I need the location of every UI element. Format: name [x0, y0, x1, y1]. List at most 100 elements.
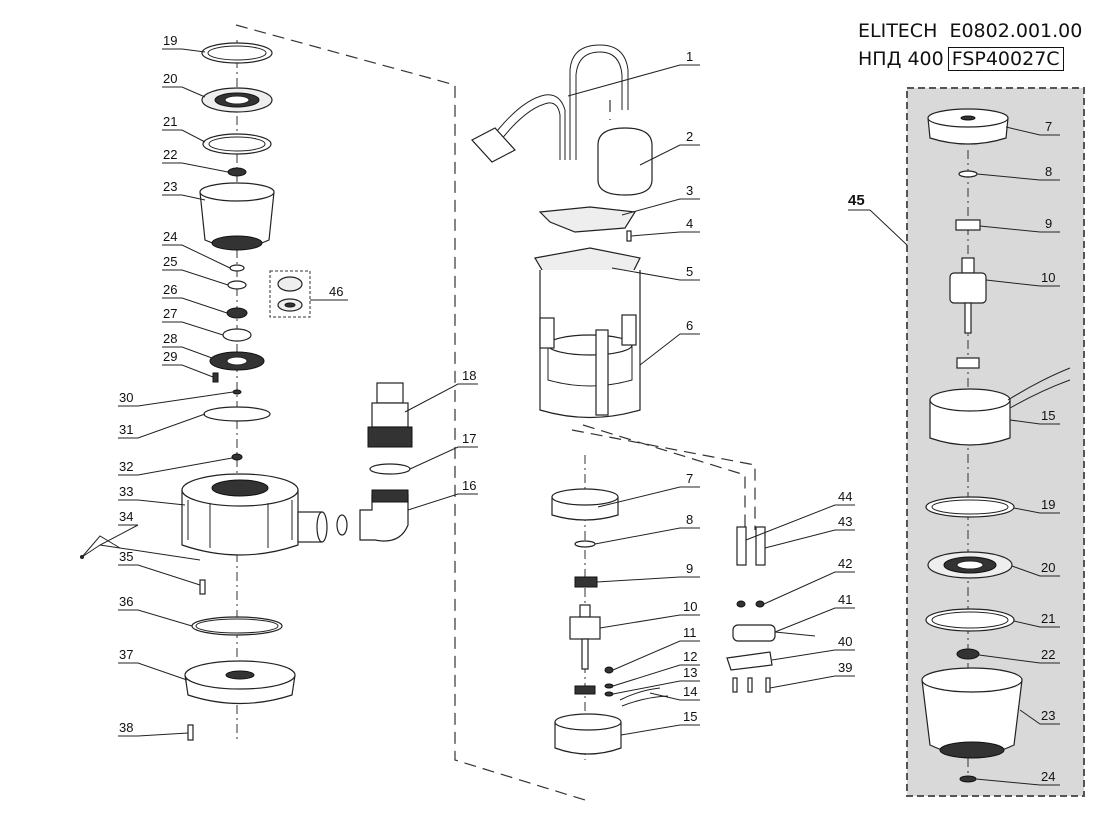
label-17: 17	[462, 431, 476, 446]
part-1-cable	[489, 94, 566, 160]
label-41: 41	[838, 592, 852, 607]
part-31-impeller	[203, 406, 271, 422]
label-34: 34	[119, 509, 133, 524]
label-44: 44	[838, 489, 852, 504]
label-43: 43	[838, 514, 852, 529]
part-6-body	[539, 270, 641, 419]
center-column	[471, 44, 816, 755]
model-name: НПД 400	[858, 48, 944, 70]
label-28: 28	[163, 331, 177, 346]
part-12	[604, 683, 614, 689]
part-35-screw	[199, 579, 206, 595]
part-16-elbow	[359, 494, 409, 542]
label-3: 3	[686, 183, 693, 198]
inset-part-9b	[956, 357, 980, 369]
part-11	[604, 666, 614, 674]
part-3-cover	[538, 206, 637, 233]
switch-assembly	[726, 526, 816, 693]
part-36-oring	[191, 616, 283, 636]
part-9-bearing	[574, 576, 598, 588]
label-35: 35	[119, 549, 133, 564]
part-22-washer	[227, 167, 247, 177]
inset-part-7-cap	[927, 108, 1009, 145]
inset-label-24: 24	[1041, 769, 1055, 784]
label-12: 12	[683, 649, 697, 664]
part-4-screw	[626, 230, 632, 242]
part-15-stator	[554, 713, 622, 755]
label-40: 40	[838, 634, 852, 649]
part-1-plug	[471, 127, 516, 163]
model-code-box: FSP40027C	[947, 47, 1064, 71]
part-40	[726, 651, 773, 671]
part-34-wire	[81, 535, 121, 558]
part-14-wires	[619, 687, 669, 707]
inset-part-9	[955, 219, 981, 231]
part-2-float	[597, 127, 653, 196]
part-24	[229, 264, 245, 272]
inset-label-20: 20	[1041, 560, 1055, 575]
label-9: 9	[686, 561, 693, 576]
inset-part-8	[958, 170, 978, 178]
part-9b-bearing	[574, 685, 596, 695]
part-44	[736, 526, 747, 566]
label-5: 5	[686, 264, 693, 279]
inset-part-22	[956, 648, 980, 660]
label-23: 23	[163, 179, 177, 194]
label-11: 11	[683, 625, 697, 640]
part-8-washer	[574, 540, 596, 548]
part-27	[222, 328, 252, 342]
label-31: 31	[119, 422, 133, 437]
label-46: 46	[329, 284, 343, 299]
part-29-screw	[212, 372, 219, 383]
label-1: 1	[686, 49, 693, 64]
part-42	[736, 600, 746, 608]
part-41	[732, 624, 776, 642]
label-42: 42	[838, 556, 852, 571]
inset-part-23-cup	[921, 667, 1023, 759]
part-21-ring	[202, 133, 272, 155]
label-37: 37	[119, 647, 133, 662]
inset-part-10-rotor	[949, 257, 987, 334]
part-19-ring	[201, 42, 273, 64]
label-27: 27	[163, 306, 177, 321]
label-14: 14	[683, 684, 697, 699]
label-45: 45	[848, 192, 865, 209]
inset-label-15: 15	[1041, 408, 1055, 423]
part-25	[227, 280, 247, 290]
label-36: 36	[119, 594, 133, 609]
label-22: 22	[163, 147, 177, 162]
label-8: 8	[686, 512, 693, 527]
part-43	[755, 526, 766, 566]
label-13: 13	[683, 665, 697, 680]
inset-label-23: 23	[1041, 708, 1055, 723]
inset-label-21: 21	[1041, 611, 1055, 626]
part-7-cap	[551, 488, 619, 521]
label-24: 24	[163, 229, 177, 244]
label-26: 26	[163, 282, 177, 297]
inset-stack	[921, 108, 1071, 783]
inset-label-10: 10	[1041, 270, 1055, 285]
inset-label-7: 7	[1045, 119, 1052, 134]
inset-label-9: 9	[1045, 216, 1052, 231]
header-line-1: ELITECH E0802.001.00	[858, 20, 1082, 42]
left-stack	[80, 42, 328, 741]
assembly-dashed-lines	[235, 24, 756, 801]
inset-part-24	[959, 775, 977, 783]
part-33-volute-housing	[181, 473, 328, 556]
part-30	[232, 389, 242, 395]
label-20: 20	[163, 71, 177, 86]
part-18-connector	[376, 382, 404, 404]
label-39: 39	[838, 660, 852, 675]
inset-part-15-stator	[929, 367, 1071, 446]
label-18: 18	[462, 368, 476, 383]
part-26	[226, 307, 248, 319]
part-labels: 19 20 21 22 23 24 25 26 27 28 29 30 31 3…	[119, 33, 1055, 784]
label-30: 30	[119, 390, 133, 405]
label-33: 33	[119, 484, 133, 499]
drawing-code: E0802.001.00	[949, 20, 1083, 42]
brand-name: ELITECH	[858, 20, 938, 42]
label-29: 29	[163, 349, 177, 364]
label-10: 10	[683, 599, 697, 614]
